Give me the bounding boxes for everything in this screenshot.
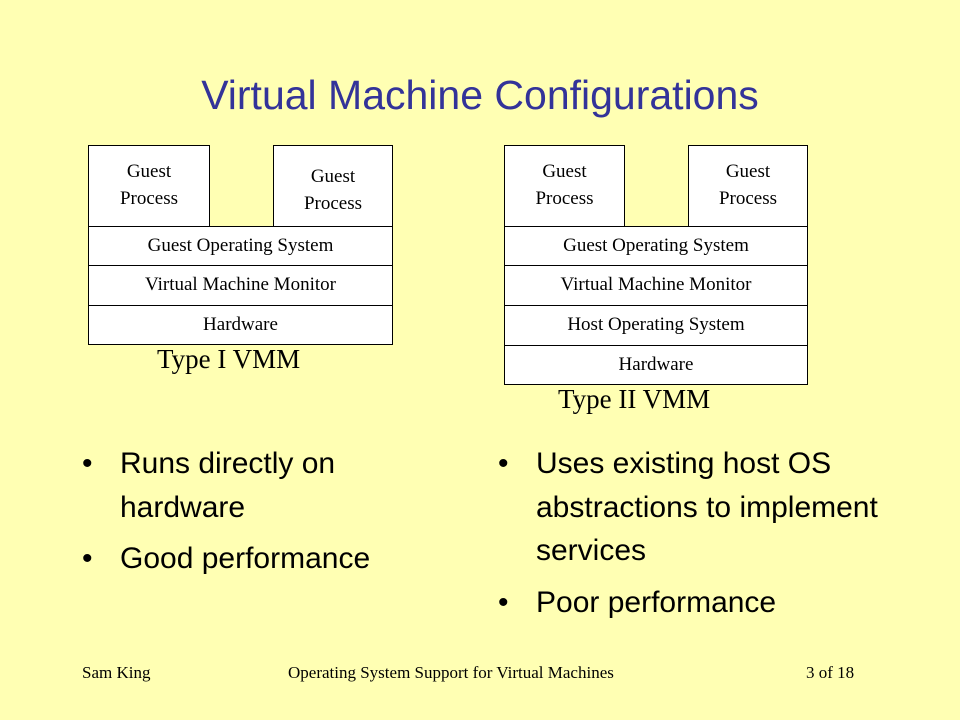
type1-guest-os-label: Guest Operating System (147, 234, 334, 256)
type2-guest-os-label: Guest Operating System (563, 234, 749, 256)
type2-guest-process-2-label: Guest Process (718, 161, 778, 209)
type2-bullet-list: Uses existing host OS abstractions to im… (498, 442, 898, 632)
type2-caption: Type II VMM (558, 384, 711, 414)
type2-host-os-layer: Host Operating System (504, 305, 808, 346)
type1-bullet-list: Runs directly on hardware Good performan… (82, 442, 462, 589)
footer-author: Sam King (82, 663, 151, 682)
type1-guest-process-2-label: Guest Process (303, 166, 363, 214)
type1-guest-process-1-label: Guest Process (119, 161, 179, 209)
footer-course-title: Operating System Support for Virtual Mac… (288, 663, 614, 682)
type2-guest-process-1-label: Guest Process (535, 161, 594, 209)
type1-caption: Type I VMM (157, 344, 301, 374)
type2-guest-os-layer: Guest Operating System (504, 226, 808, 266)
type1-vmm-layer: Virtual Machine Monitor (88, 265, 393, 306)
type2-guest-process-2: Guest Process (688, 145, 808, 227)
type1-hardware-layer: Hardware (88, 305, 393, 345)
type1-hardware-label: Hardware (203, 313, 278, 335)
type1-bullet-item: Good performance (82, 537, 462, 581)
type1-guest-process-1: Guest Process (88, 145, 210, 227)
type2-bullet-item: Uses existing host OS abstractions to im… (498, 442, 898, 573)
type2-guest-process-1: Guest Process (504, 145, 625, 227)
type1-guest-os-layer: Guest Operating System (88, 226, 393, 266)
type2-vmm-label: Virtual Machine Monitor (560, 274, 752, 296)
type2-hardware-label: Hardware (618, 353, 694, 375)
footer-page-number: 3 of 18 (806, 663, 855, 682)
type2-hardware-layer: Hardware (504, 345, 808, 385)
type1-bullet-item: Runs directly on hardware (82, 442, 462, 529)
slide-title: Virtual Machine Configurations (201, 72, 759, 118)
type1-vmm-label: Virtual Machine Monitor (145, 274, 336, 296)
type2-bullet-item: Poor performance (498, 581, 898, 625)
type2-vmm-layer: Virtual Machine Monitor (504, 265, 808, 306)
type1-guest-process-2: Guest Process (273, 145, 393, 227)
type2-host-os-label: Host Operating System (567, 314, 745, 336)
